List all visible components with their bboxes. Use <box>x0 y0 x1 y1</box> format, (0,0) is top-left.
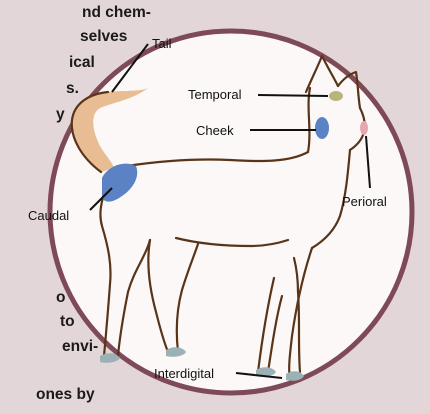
cheek-gland <box>315 117 329 139</box>
perioral-gland <box>360 121 368 135</box>
temporal-leader-line <box>258 95 328 96</box>
label-caudal: Caudal <box>28 208 69 223</box>
temporal-gland <box>329 91 343 101</box>
label-interdigital: Interdigital <box>154 366 214 381</box>
neck-outline <box>308 88 310 152</box>
label-tail: Tail <box>152 36 172 51</box>
label-perioral: Perioral <box>342 194 387 209</box>
label-temporal: Temporal <box>188 87 242 102</box>
label-cheek: Cheek <box>196 123 234 138</box>
